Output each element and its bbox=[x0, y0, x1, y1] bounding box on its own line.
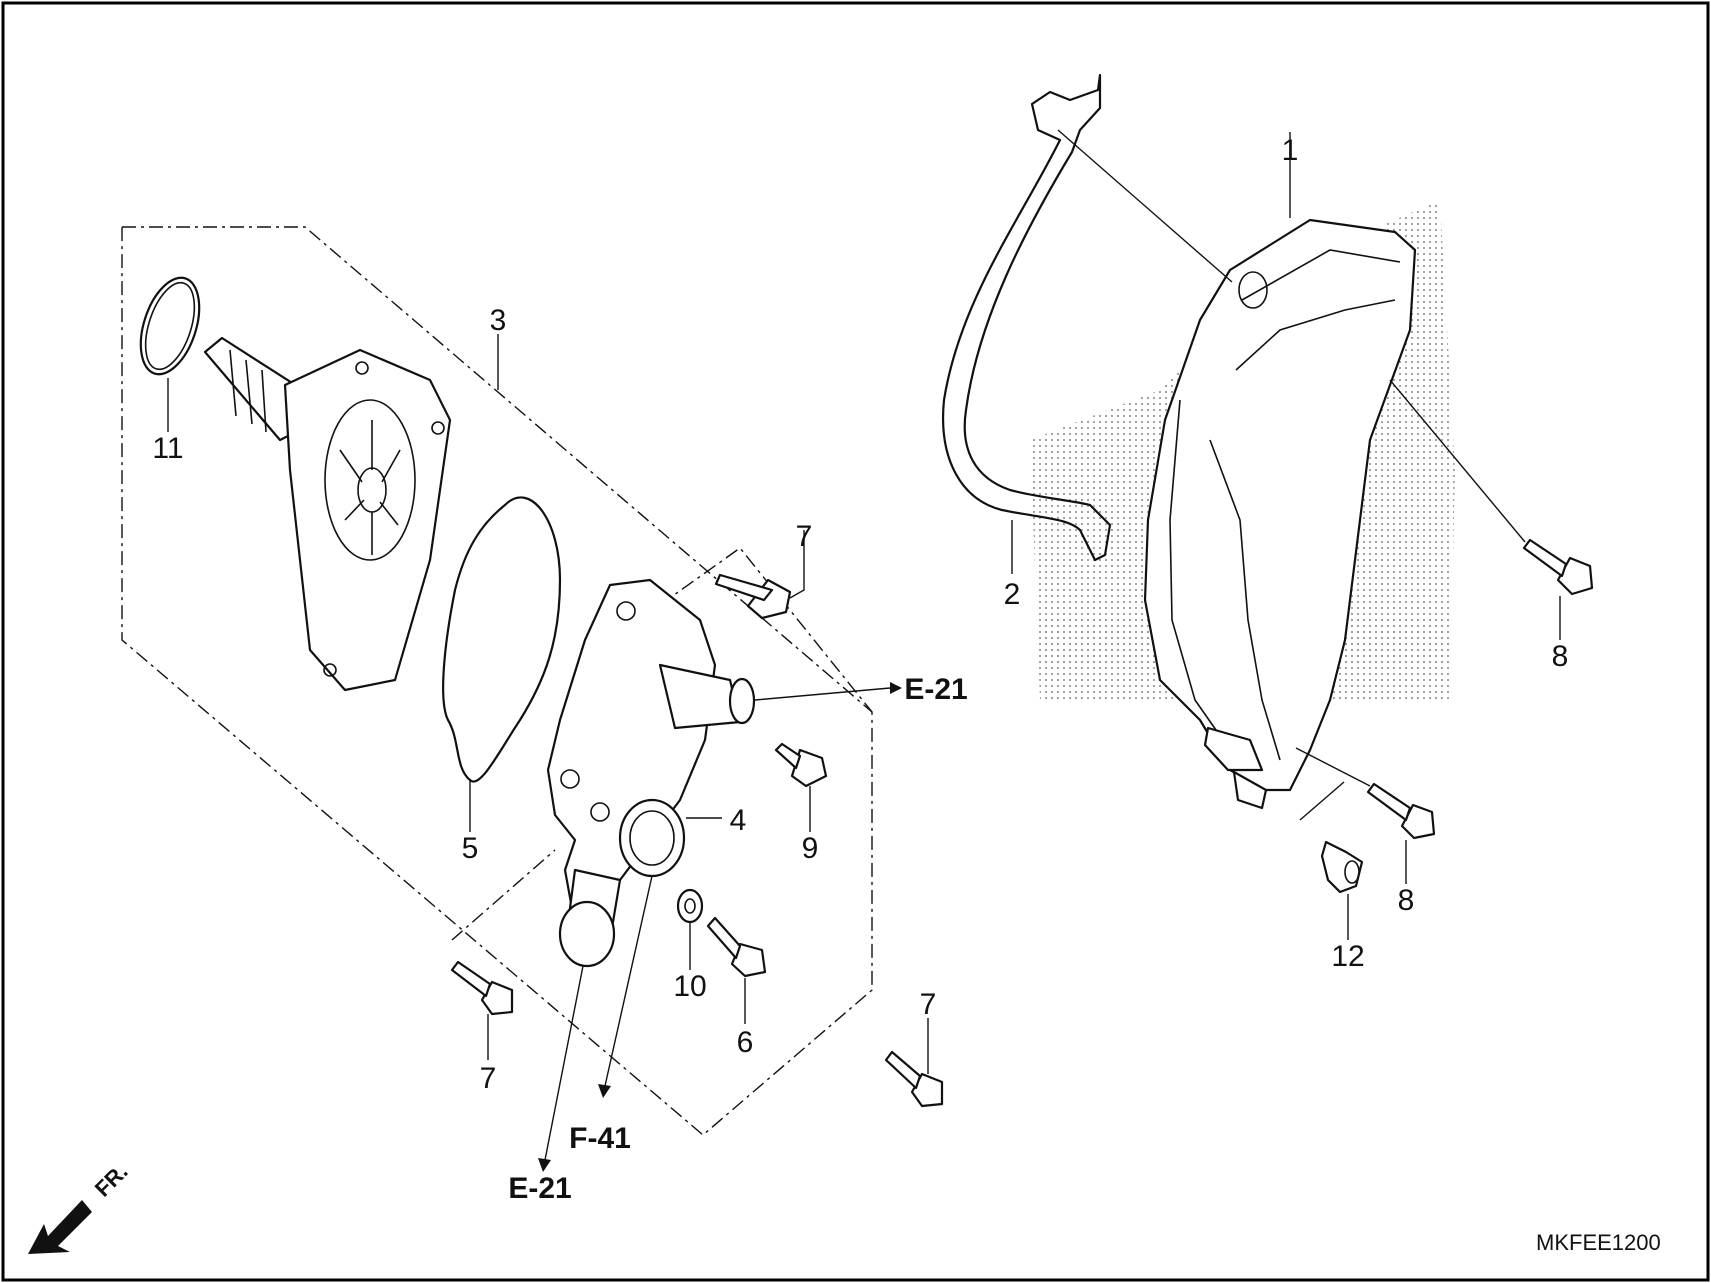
washer-10 bbox=[676, 888, 704, 924]
inlet-pipe-mouth bbox=[558, 900, 616, 968]
part-number-8-upper: 8 bbox=[1552, 640, 1569, 673]
ref-arrowhead-e21-bottom bbox=[538, 1158, 551, 1172]
part-number-1: 1 bbox=[1282, 134, 1299, 167]
part-number-4: 4 bbox=[730, 804, 747, 837]
side-cover-1-rib bbox=[1209, 249, 1401, 761]
diagram-code: MKFEE1200 bbox=[1536, 1230, 1661, 1255]
gasket-5 bbox=[442, 496, 562, 783]
bolt-7-right bbox=[884, 1050, 944, 1108]
reference-e21-bottom: E-21 bbox=[508, 1172, 571, 1205]
reference-e21-right: E-21 bbox=[904, 673, 967, 706]
housing-bolt-hole bbox=[355, 361, 369, 375]
pump-shaft-detail bbox=[229, 349, 267, 433]
bolt-7-top bbox=[714, 573, 792, 620]
bolt-8-lower bbox=[1366, 782, 1436, 840]
bolt-9 bbox=[774, 742, 828, 788]
part-number-3: 3 bbox=[490, 304, 507, 337]
impeller-vanes bbox=[339, 420, 401, 555]
leader-7-top bbox=[789, 530, 805, 599]
alignment-line-8 bbox=[1389, 379, 1526, 543]
cover-tab-foot bbox=[1232, 770, 1268, 810]
o-ring-11 bbox=[139, 276, 201, 376]
pump-housing bbox=[283, 348, 452, 692]
front-arrow-icon bbox=[28, 1200, 92, 1254]
cover-gasket-2 bbox=[942, 73, 1112, 562]
cover-bolt-boss bbox=[590, 802, 610, 822]
cover-group bbox=[942, 73, 1594, 940]
front-direction-indicator: FR. bbox=[28, 1159, 133, 1254]
o-ring-11-inner bbox=[144, 281, 196, 371]
housing-bolt-hole bbox=[323, 663, 337, 677]
bolt-7-left bbox=[450, 960, 514, 1016]
alignment-line-upper bbox=[1057, 129, 1233, 283]
bolt-8-upper bbox=[1522, 538, 1594, 596]
alignment-line-12 bbox=[1299, 781, 1345, 821]
impeller bbox=[324, 399, 416, 561]
cover-tab-lower bbox=[1203, 726, 1264, 772]
part-number-7-right: 7 bbox=[920, 988, 937, 1021]
collar-12 bbox=[1320, 840, 1364, 894]
part-number-10: 10 bbox=[673, 970, 706, 1003]
bolt-boundary-outline bbox=[451, 849, 556, 941]
reference-f41: F-41 bbox=[569, 1122, 631, 1155]
ref-arrowhead-e21-right bbox=[890, 682, 902, 694]
outlet-pipe bbox=[658, 663, 742, 730]
part-number-7-top: 7 bbox=[796, 520, 813, 553]
ref-arrowhead-f41 bbox=[598, 1084, 611, 1098]
cover-boss bbox=[1238, 271, 1268, 309]
washer-10-inner bbox=[684, 898, 696, 914]
collar-12-bore bbox=[1344, 860, 1360, 884]
round-outlet-inner bbox=[629, 810, 675, 866]
outlet-pipe-mouth bbox=[728, 677, 756, 725]
part-number-2: 2 bbox=[1004, 578, 1021, 611]
cover-bolt-boss bbox=[616, 601, 636, 621]
part-number-9: 9 bbox=[802, 832, 819, 865]
part-number-5: 5 bbox=[462, 832, 479, 865]
front-direction-label: FR. bbox=[90, 1159, 133, 1202]
part-number-6: 6 bbox=[737, 1026, 754, 1059]
alignment-line-lower bbox=[1295, 747, 1371, 787]
pump-cover-4 bbox=[546, 578, 717, 927]
part-number-12: 12 bbox=[1331, 940, 1364, 973]
side-cover-1-edge bbox=[1169, 399, 1231, 751]
part-number-7-left: 7 bbox=[480, 1062, 497, 1095]
housing-bolt-hole bbox=[431, 421, 445, 435]
bolt-boundary-outline-upper bbox=[659, 547, 873, 713]
ref-arrow-f41 bbox=[604, 875, 653, 1087]
cover-bolt-boss bbox=[560, 769, 580, 789]
assembly-boundary-outline bbox=[121, 226, 873, 1136]
part-number-8-lower: 8 bbox=[1398, 884, 1415, 917]
bolt-6 bbox=[706, 916, 767, 978]
water-pump-group bbox=[121, 226, 944, 1172]
part-number-11: 11 bbox=[152, 432, 183, 465]
ref-arrow-e21-right bbox=[754, 687, 891, 701]
side-cover-1 bbox=[1143, 218, 1417, 792]
ref-arrow-e21-bottom bbox=[544, 965, 584, 1161]
